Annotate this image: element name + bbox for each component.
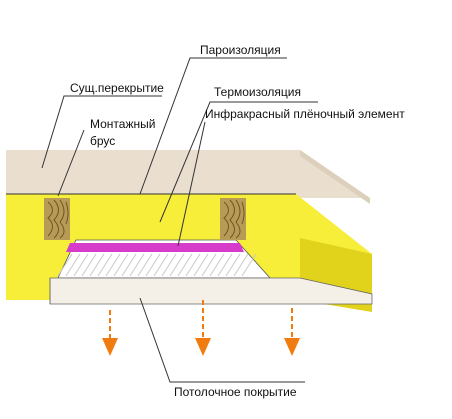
hatch-line bbox=[105, 253, 121, 277]
leader-ir-film bbox=[177, 121, 206, 247]
labels: Сущ.перекрытие Монтажный брус Пароизоляц… bbox=[70, 43, 405, 399]
hatch-line bbox=[233, 253, 249, 277]
hatch-line bbox=[241, 253, 257, 277]
hatch-line bbox=[177, 253, 193, 277]
arrow-down-icon bbox=[195, 300, 211, 356]
film-hatching bbox=[57, 253, 257, 277]
leader-mounting-beam bbox=[57, 129, 85, 197]
hatch-line bbox=[161, 253, 177, 277]
label-vapor-barrier: Пароизоляция bbox=[200, 43, 281, 57]
leader-ceiling-covering bbox=[139, 297, 305, 383]
ceiling-panel bbox=[49, 277, 373, 305]
hatch-line bbox=[81, 253, 97, 277]
label-mounting-beam-line2: брус bbox=[90, 134, 115, 148]
hatch-line bbox=[57, 253, 73, 277]
beam-grain bbox=[223, 199, 245, 239]
heat-arrows bbox=[102, 300, 300, 356]
leader-thermal-insulation bbox=[159, 101, 318, 223]
hatch-line bbox=[97, 253, 113, 277]
leader-existing-ceiling bbox=[41, 95, 162, 169]
label-ir-film: Инфракрасный плёночный элемент bbox=[205, 107, 405, 121]
hatch-line bbox=[129, 253, 145, 277]
leader-vapor-barrier bbox=[139, 57, 287, 195]
hatch-line bbox=[209, 253, 225, 277]
ir-film-strip bbox=[66, 243, 244, 252]
hatch-line bbox=[217, 253, 233, 277]
label-ceiling-covering: Потолочное покрытие bbox=[174, 385, 297, 399]
mounting-beam-right bbox=[220, 198, 246, 240]
hatch-line bbox=[73, 253, 89, 277]
ir-film-cavity bbox=[57, 239, 271, 279]
hatch-line bbox=[169, 253, 185, 277]
mounting-beams bbox=[44, 198, 246, 240]
hatch-line bbox=[225, 253, 241, 277]
label-existing-ceiling: Сущ.перекрытие bbox=[70, 81, 164, 95]
hatch-line bbox=[201, 253, 217, 277]
leader-lines bbox=[41, 57, 318, 383]
slab-top bbox=[6, 150, 370, 198]
label-thermal-insulation: Термоизоляция bbox=[214, 85, 301, 99]
arrow-down-icon bbox=[284, 308, 300, 356]
hatch-line bbox=[113, 253, 129, 277]
hatch-line bbox=[153, 253, 169, 277]
hatch-line bbox=[89, 253, 105, 277]
slab-side bbox=[300, 150, 370, 204]
hatch-line bbox=[121, 253, 137, 277]
label-mounting-beam-line1: Монтажный bbox=[90, 117, 155, 131]
beam-grain bbox=[47, 199, 69, 239]
hatch-line bbox=[185, 253, 201, 277]
arrow-down-icon bbox=[102, 310, 118, 356]
hatch-line bbox=[193, 253, 209, 277]
hatch-line bbox=[145, 253, 161, 277]
hatch-line bbox=[137, 253, 153, 277]
existing-slab bbox=[6, 150, 370, 204]
hatch-line bbox=[65, 253, 81, 277]
mounting-beam-left bbox=[44, 198, 70, 240]
